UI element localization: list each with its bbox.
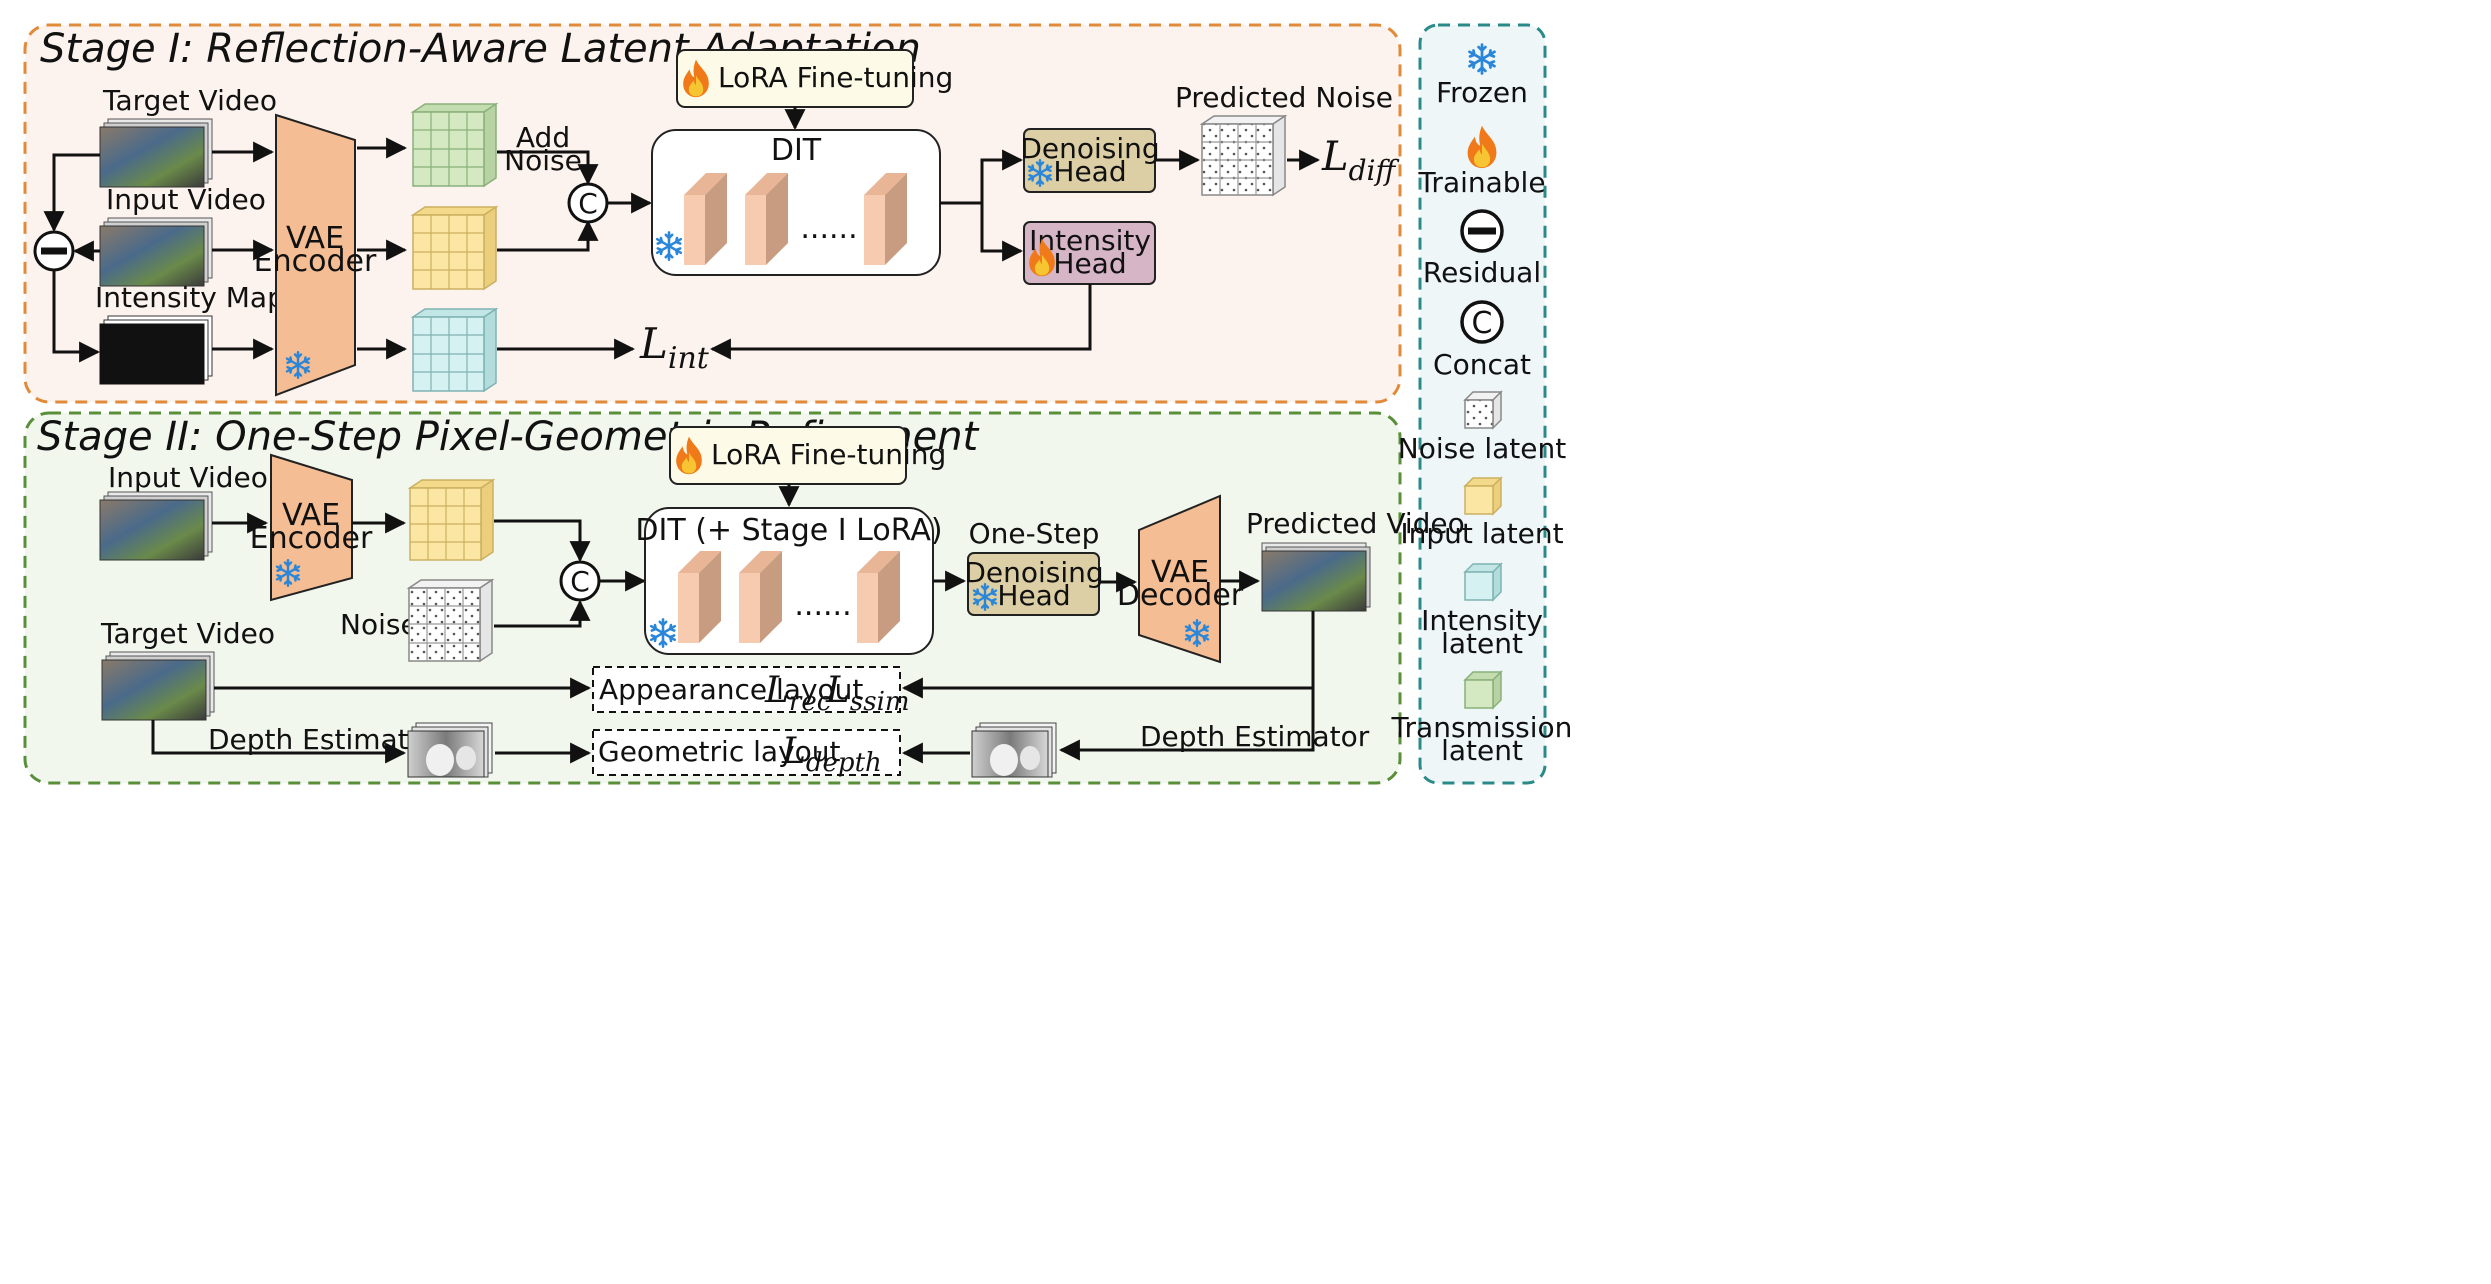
stage1-vae-encoder	[275, 113, 356, 397]
legend-concat-icon: C	[1460, 300, 1504, 344]
legend-frozen-label: Frozen	[1436, 76, 1528, 109]
legend-intensity-latent-label-1: Intensity	[1421, 604, 1543, 637]
stage1-input-latent	[410, 205, 499, 291]
stage2-dit-label: DIT (+ Stage I LoRA)	[635, 513, 942, 548]
stage1-dit-label: DIT	[771, 133, 822, 168]
loss-int: Lint	[639, 319, 710, 376]
one-step-label: One-Step	[969, 517, 1100, 550]
legend-noise-latent-label: Noise latent	[1398, 432, 1566, 465]
stage2-dit-block-1	[678, 551, 721, 643]
add-noise-label-1: Add	[516, 121, 570, 154]
legend-residual-icon	[1460, 209, 1504, 253]
intensity-head-label-2: Head	[1053, 247, 1126, 280]
stage1-vae-label-2: Encoder	[254, 244, 377, 279]
legend-concat-label: Concat	[1433, 348, 1531, 381]
stage2-noise-label: Noise	[340, 608, 418, 641]
legend-intensity-latent-label-2: latent	[1441, 627, 1523, 660]
stage1-input-video-label: Input Video	[106, 183, 266, 216]
stage2-concat-symbol: C	[559, 560, 601, 602]
stage2-target-video-thumb	[101, 651, 215, 721]
predicted-video-thumb	[1261, 542, 1371, 612]
stage2-vae-label-1: VAE	[282, 498, 340, 533]
stage1-target-video-thumb	[99, 118, 213, 188]
stage1-intensity-map-label: Intensity Map	[95, 281, 285, 314]
stage1-dit-block-3	[864, 173, 907, 265]
add-noise-label-2: Noise	[504, 144, 582, 177]
legend-input-latent-label: Input latent	[1400, 517, 1563, 550]
vae-decoder-label-2: Decoder	[1117, 578, 1244, 613]
stage2-lora-label: LoRA Fine-tuning	[711, 438, 946, 471]
stage2-input-video-thumb	[99, 491, 213, 561]
geometric-layout-label: Geometric layout	[598, 735, 841, 768]
loss-depth: Ldepth	[781, 731, 882, 778]
stage1-dit-block-1	[684, 173, 727, 265]
stage1-concat-symbol: C	[567, 182, 609, 224]
loss-rec: Lrec	[764, 670, 832, 717]
depth-map-right-thumb	[971, 722, 1057, 778]
vae-decoder	[1138, 494, 1221, 664]
depth-estimator-right-label: Depth Estimator	[1140, 720, 1370, 753]
stage1-vae-label-1: VAE	[286, 221, 344, 256]
stage2-denoising-head	[967, 552, 1100, 616]
appearance-layout-label: Appearance layout	[599, 673, 863, 706]
stage2-dit-dots: ......	[794, 588, 851, 623]
stage2-input-video-label: Input Video	[108, 461, 268, 494]
depth-map-left-thumb	[407, 722, 493, 778]
stage2-noise-latent	[406, 578, 495, 663]
appearance-layout-box	[592, 666, 901, 713]
depth-estimator-left-label: Depth Estimator	[208, 723, 438, 756]
stage2-dit-block-3	[857, 551, 900, 643]
loss-ssim: Lssim	[825, 670, 910, 717]
stage1-target-video-label: Target Video	[102, 84, 277, 117]
stage1-input-video-thumb	[99, 217, 213, 287]
stage1-denoising-label-1: Denoising	[1020, 132, 1159, 165]
stage1-denoising-label-2: Head	[1053, 155, 1126, 188]
stage1-residual-symbol	[33, 230, 75, 272]
legend-residual-label: Residual	[1423, 256, 1541, 289]
stage2-denoising-label-1: Denoising	[964, 556, 1103, 589]
legend-trainable-label: Trainable	[1417, 166, 1545, 199]
loss-diff: Ldiff	[1321, 134, 1399, 187]
stage1-intensity-latent	[410, 307, 499, 393]
vae-decoder-label-1: VAE	[1151, 555, 1209, 590]
svg-text:C: C	[570, 565, 590, 598]
predicted-noise-latent	[1199, 114, 1288, 197]
stage1-dit-dots: ......	[800, 211, 857, 246]
legend-transmission-latent-icon	[1463, 670, 1503, 710]
stage2-denoising-label-2: Head	[997, 579, 1070, 612]
predicted-noise-label: Predicted Noise	[1175, 81, 1393, 114]
legend-input-latent-icon	[1463, 476, 1503, 516]
legend-noise-latent-icon	[1463, 390, 1503, 430]
legend-intensity-latent-icon	[1463, 562, 1503, 602]
stage2-dit-block-2	[739, 551, 782, 643]
stage2-input-latent	[407, 478, 496, 562]
legend-transmission-latent-label-1: Transmission	[1391, 711, 1573, 744]
stage1-lora-label: LoRA Fine-tuning	[718, 61, 953, 94]
stage1-dit-block-2	[745, 173, 788, 265]
legend-transmission-latent-label-2: latent	[1441, 734, 1523, 767]
stage1-transmission-latent	[410, 102, 499, 188]
svg-text:C: C	[1472, 306, 1493, 341]
stage2-target-video-label: Target Video	[100, 617, 275, 650]
stage1-intensity-map-thumb	[99, 315, 213, 385]
svg-text:C: C	[578, 187, 598, 220]
geometric-layout-box	[592, 729, 901, 776]
stage2-vae-label-2: Encoder	[250, 521, 373, 556]
predicted-video-label: Predicted Video	[1246, 507, 1465, 540]
